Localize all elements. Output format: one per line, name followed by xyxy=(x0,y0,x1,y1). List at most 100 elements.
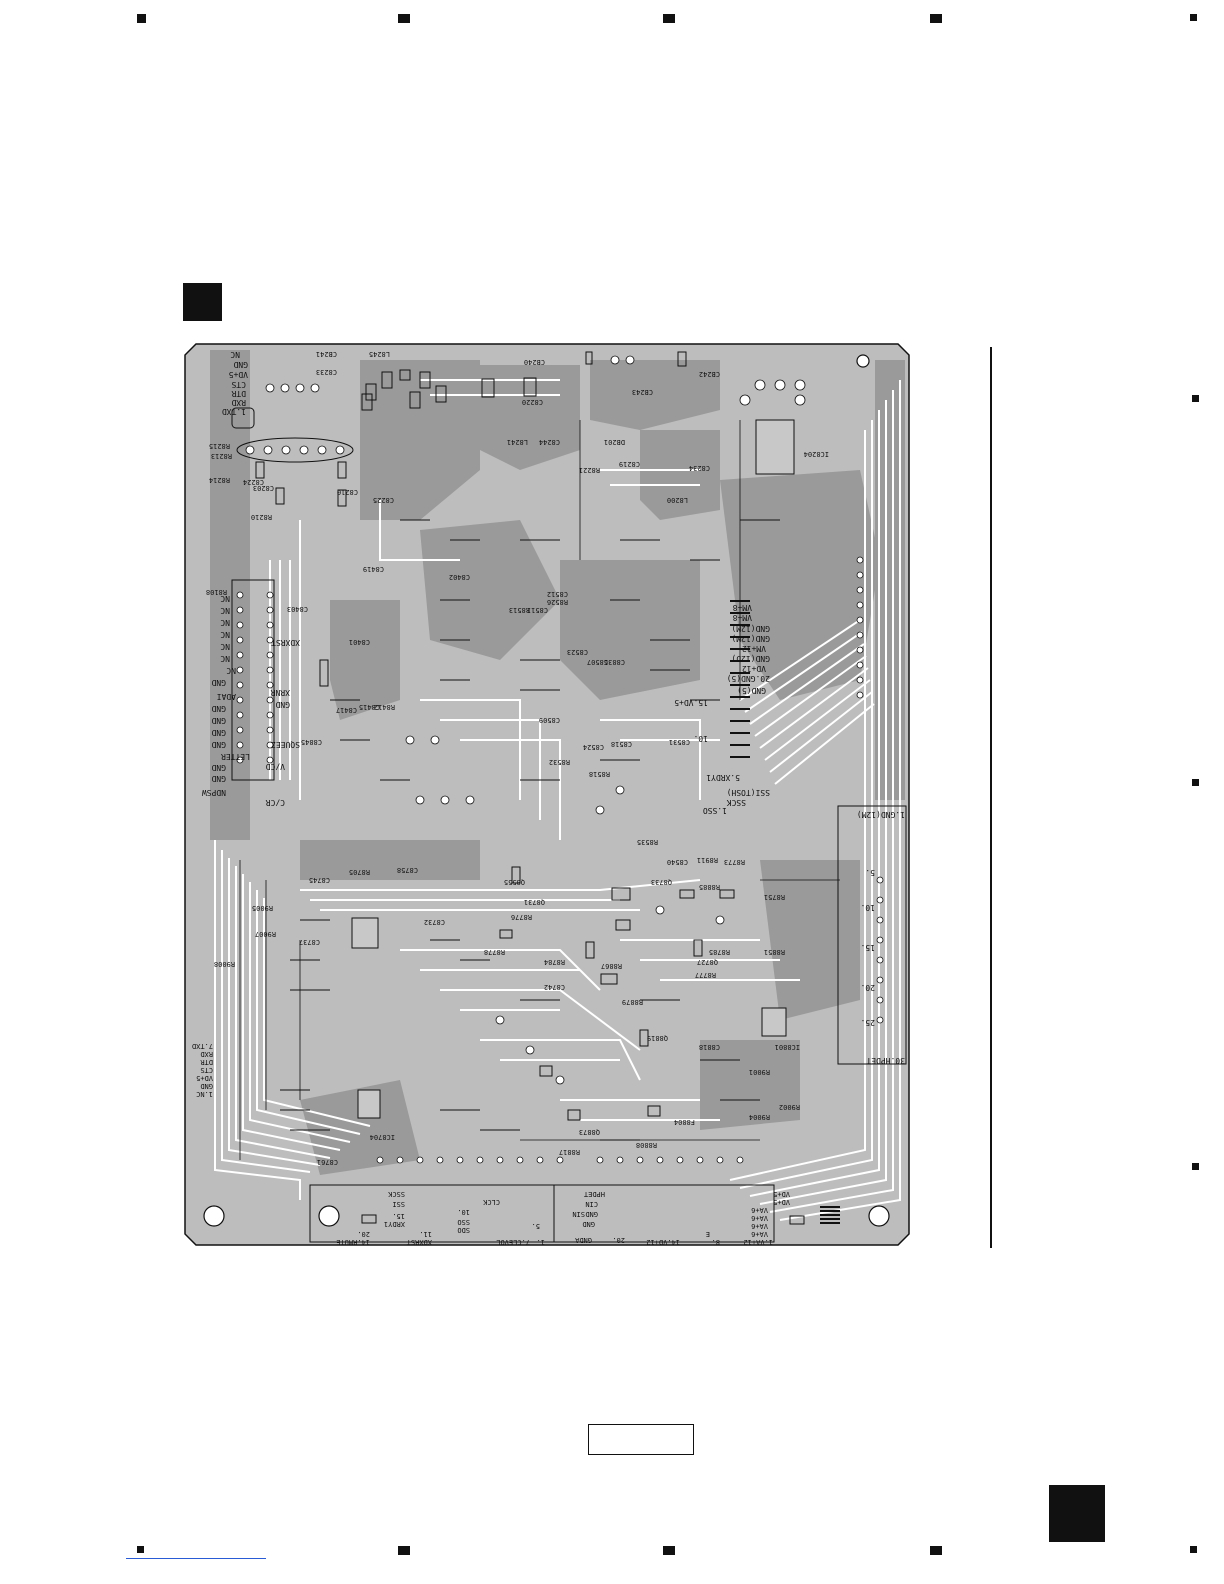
label-top-left: VD+5 xyxy=(229,370,248,379)
label-refs-mid-left: C8203 xyxy=(253,484,274,492)
label-refs-mid: R8532 xyxy=(549,758,570,766)
label-refs-lower: R8885 xyxy=(699,883,720,891)
label-refs-lower: Q8731 xyxy=(524,898,545,906)
label-refs-lower: C8818 xyxy=(699,1043,720,1051)
label-refs-top: L8245 xyxy=(369,350,390,358)
label-right-column-top: 1.SSO xyxy=(703,806,727,815)
registration-mark xyxy=(398,14,410,23)
label-left-column: NC xyxy=(220,630,230,639)
label-refs-lower: R8751 xyxy=(764,893,785,901)
label-right-column-top: GND(12M) xyxy=(731,624,770,633)
label-lower-left-ref: DTR xyxy=(200,1058,213,1066)
label-refs-lower: Q8733 xyxy=(651,878,672,886)
label-refs-top: L8241 xyxy=(507,438,528,446)
label-top-left: RXD xyxy=(231,398,246,407)
label-bottom-right-block: VD+5 xyxy=(773,1198,790,1206)
registration-mark xyxy=(1192,395,1199,402)
label-refs-lower: C8758 xyxy=(397,866,418,874)
registration-mark xyxy=(398,1546,410,1555)
label-bottom-right-block: E xyxy=(706,1230,710,1238)
label-right-column-top: VM+8 xyxy=(733,603,752,612)
label-bottom-mid-block: GND xyxy=(582,1220,595,1228)
footer-link-underline xyxy=(126,1558,266,1559)
silkscreen-labels: NCGNDVD+5CTSDTRRXD1.TXDCB240CB242CB243L8… xyxy=(192,350,905,1246)
label-right-column-top: GND(5) xyxy=(737,686,766,695)
label-left-column: GND xyxy=(211,716,226,725)
label-refs-top: CB240 xyxy=(524,358,545,366)
label-refs-top: C8210 xyxy=(337,488,358,496)
label-refs-lower: R8776 xyxy=(511,913,532,921)
label-bottom-mid-block: HPDET xyxy=(583,1190,605,1198)
label-refs-lower: C8745 xyxy=(309,876,330,884)
registration-mark xyxy=(930,14,942,23)
label-refs-mid: C8511 xyxy=(527,606,548,614)
label-refs-mid-left: R8214 xyxy=(209,476,230,484)
label-refs-top: C8234 xyxy=(689,464,710,472)
components xyxy=(231,351,907,1243)
label-refs-lower: C8732 xyxy=(424,918,445,926)
label-bottom-left-block: 20. xyxy=(357,1230,370,1238)
label-refs-lower: R9004 xyxy=(749,1113,770,1121)
label-bottom-mid-block: 20. xyxy=(612,1236,625,1244)
label-lower-left-ref: 7.TXD xyxy=(192,1042,213,1050)
label-bottom-mid-block: GNDA xyxy=(574,1236,592,1244)
label-refs-mid: R8526 xyxy=(547,598,568,606)
label-refs-mid: C8540 xyxy=(667,858,688,866)
pcb-traces xyxy=(214,379,901,1221)
label-left-column: ADAI xyxy=(217,692,236,701)
label-bottom-mid-block: 14.VD+12 xyxy=(646,1238,680,1246)
label-bottom-mid-block: SIN xyxy=(572,1210,585,1218)
label-left-column: GND xyxy=(211,774,226,783)
label-refs-mid: C8507 xyxy=(587,658,608,666)
label-bottom-right-block: 1.VA+12 xyxy=(743,1238,773,1246)
label-lower-left-ref: 1.NC xyxy=(196,1090,213,1098)
label-refs-mid-left: C8224 xyxy=(243,478,264,486)
label-refs-lower: R8785 xyxy=(709,948,730,956)
label-right-connector: 5. xyxy=(865,868,875,877)
label-refs-top: C8233 xyxy=(316,368,337,376)
label-refs-mid-left: R8215 xyxy=(209,442,230,450)
component-ticks xyxy=(280,519,780,1141)
page-number-box xyxy=(588,1424,694,1455)
label-right-column-top: 20.GND(5) xyxy=(727,674,770,683)
label-top-left: CTS xyxy=(231,380,246,389)
label-refs-mid: R8518 xyxy=(589,770,610,778)
label-refs-lower: R8817 xyxy=(559,1148,580,1156)
label-right-column-top: VD+12 xyxy=(742,664,766,673)
label-left-column: GND xyxy=(211,763,226,772)
connector-pins xyxy=(730,600,840,1224)
label-lower-left-ref: CTS xyxy=(200,1066,213,1074)
label-refs-lower: Q8727 xyxy=(697,958,718,966)
registration-mark xyxy=(1190,14,1197,21)
label-bottom-left-block: 10. xyxy=(457,1208,470,1216)
label-refs-lower: IC8801 xyxy=(775,1043,800,1051)
label-refs-lower: R9007 xyxy=(255,930,276,938)
label-refs-mid: C8509 xyxy=(539,716,560,724)
label-bottom-mid-block: GND xyxy=(585,1210,598,1218)
label-bottom-left-block: SSI xyxy=(392,1200,405,1208)
label-bottom-left-block: 14.RMUTE xyxy=(336,1238,370,1246)
label-right-connector: 30.HPDET xyxy=(866,1056,905,1065)
label-refs-lower: R9005 xyxy=(252,904,273,912)
label-refs-lower: R8778 xyxy=(484,948,505,956)
board-divider-line xyxy=(990,347,992,1248)
label-refs-top: CB242 xyxy=(699,370,720,378)
label-right-column-top: GND(12M) xyxy=(731,634,770,643)
label-lower-left-ref: VD+5 xyxy=(196,1074,213,1082)
label-refs-lower: C8737 xyxy=(299,938,320,946)
label-refs-lower: Q8873 xyxy=(579,1128,600,1136)
label-refs-mid-left: C8415 xyxy=(359,703,380,711)
label-refs-top: IC8204 xyxy=(804,450,829,458)
label-left-column: NDPSW xyxy=(202,788,226,797)
label-refs-mid: C8524 xyxy=(583,743,604,751)
label-right-column-top: VM+8 xyxy=(733,613,752,622)
label-refs-mid: C8512 xyxy=(547,590,568,598)
copper-pours xyxy=(210,350,905,1175)
label-refs-top: CB243 xyxy=(632,388,653,396)
mounting-holes xyxy=(203,354,890,1227)
label-refs-mid: R8513 xyxy=(509,606,530,614)
label-bottom-right-block: 8. xyxy=(712,1238,720,1246)
registration-mark xyxy=(663,14,675,23)
label-refs-lower: R9001 xyxy=(749,1068,770,1076)
